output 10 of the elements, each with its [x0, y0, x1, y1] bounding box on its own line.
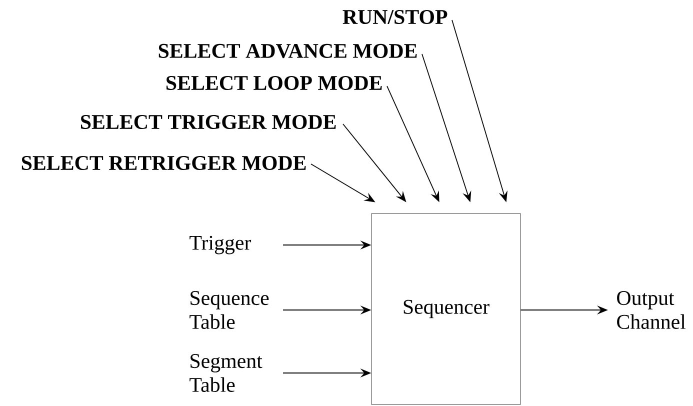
- sequencer-box: Sequencer: [371, 213, 521, 405]
- control-label: SELECT LOOP MODE: [166, 76, 382, 90]
- output-label: Output Channel: [617, 291, 686, 329]
- control-label: SELECT TRIGGER MODE: [81, 114, 336, 130]
- input-label: Segment Table: [190, 354, 262, 392]
- control-label: SELECT ADVANCE MODE: [158, 44, 417, 58]
- input-label: Trigger: [190, 236, 252, 254]
- control-label: SELECT RETRIGGER MODE: [22, 156, 306, 170]
- control-label: RUN/STOP: [342, 10, 448, 24]
- input-label: Sequence Table: [190, 291, 269, 329]
